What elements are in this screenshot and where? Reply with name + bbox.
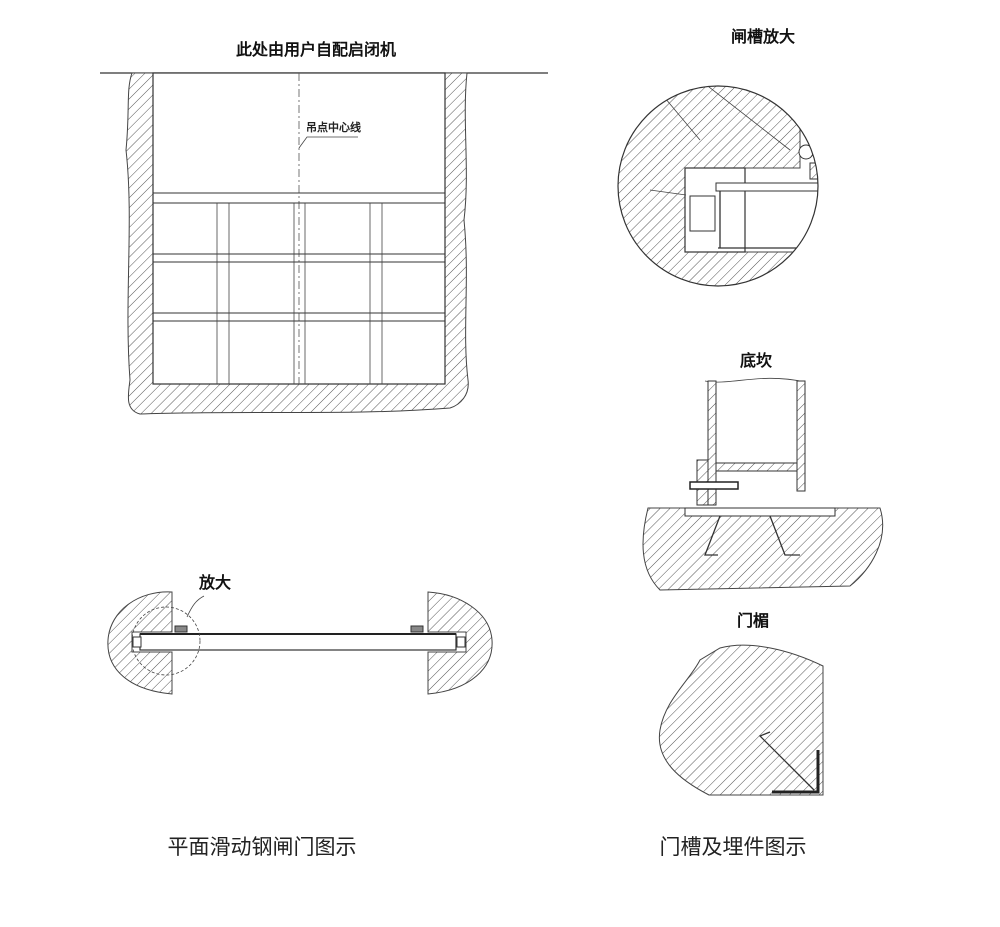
rubber-seal: [798, 144, 814, 160]
sill-plate: [684, 507, 836, 517]
centerline-leader: [298, 136, 358, 149]
centerline-label: 吊点中心线: [306, 120, 361, 134]
anchor-bar-2: [699, 86, 791, 151]
hoist-note-label: 此处由用户自配启闭机: [236, 40, 396, 59]
bottom-beam: [715, 462, 798, 472]
lintel-detail-view: 门楣: [658, 611, 824, 796]
lintel-concrete: [658, 644, 824, 796]
enlarge-label: 放大: [198, 573, 231, 592]
right-seal: [410, 625, 424, 633]
slot-detail-title: 闸槽放大: [731, 27, 795, 46]
plan-left-pier: [107, 591, 173, 695]
lintel-title: 门楣: [737, 611, 769, 630]
right-slider: [456, 636, 466, 648]
beam-bottom: [152, 312, 446, 322]
sill-title: 底坎: [740, 351, 772, 370]
left-caption: 平面滑动钢闸门图示: [168, 835, 357, 859]
lintel-anchor: [758, 731, 815, 791]
zoom-leader: [186, 595, 205, 618]
right-caption: 门槽及埋件图示: [660, 835, 807, 859]
gate-leaf-plan: [139, 633, 457, 651]
detail-circle: [617, 85, 819, 287]
left-seal: [174, 625, 188, 633]
slide-block: [689, 195, 716, 232]
left-slider: [132, 636, 142, 648]
sill-anchor-1: [704, 515, 721, 556]
anchor-bar-3: [649, 189, 687, 196]
gate-plan-view: 放大: [107, 573, 493, 695]
horizontal-beams: [152, 192, 446, 322]
slot-detail-view: 闸槽放大: [617, 27, 819, 287]
sill-bolt: [689, 481, 739, 490]
lintel-angle: [772, 750, 820, 794]
sill-concrete: [642, 507, 884, 591]
beam-middle: [152, 253, 446, 263]
sill-anchor-2: [769, 515, 800, 556]
left-wall-concrete: [125, 72, 469, 415]
zoom-circle: [131, 606, 201, 676]
sill-detail-view: 底坎: [642, 351, 884, 591]
seal-clamp: [809, 162, 818, 180]
plan-right-pier: [427, 591, 493, 695]
break-line: [704, 377, 806, 383]
gate-web-sill: [707, 380, 717, 506]
gate-elevation-view: 此处由用户自配启闭机 吊点中心线: [100, 40, 548, 415]
beam-top: [152, 192, 446, 204]
skin-plate-detail: [715, 182, 818, 192]
gate-flange-sill: [796, 380, 806, 492]
vertical-stiffeners: [216, 203, 383, 384]
